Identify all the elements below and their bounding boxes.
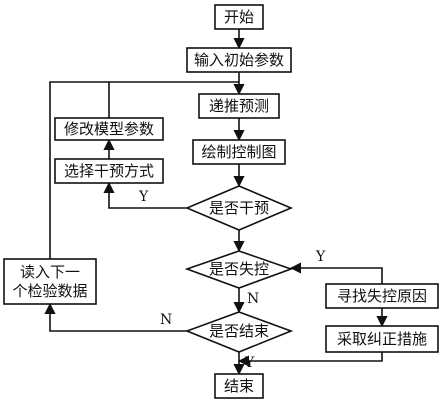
node-modify-model-params-text: 修改模型参数 — [64, 120, 154, 138]
node-find-cause-text: 寻找失控原因 — [337, 287, 427, 305]
edge-action-to-end — [237, 352, 383, 367]
node-input-params-text: 输入初始参数 — [194, 51, 284, 69]
node-input-params: 输入初始参数 — [186, 47, 292, 73]
decision-end: 是否结束 — [184, 311, 294, 353]
node-read-next-data-line1: 读入下一 — [20, 263, 80, 281]
edge-out-of-control-yes-to-find-cause — [289, 262, 383, 284]
node-start-text: 开始 — [224, 8, 254, 26]
decision-intervene: 是否干预 — [184, 185, 294, 231]
node-start: 开始 — [214, 4, 264, 30]
node-draw-control-chart: 绘制控制图 — [192, 139, 286, 165]
node-end: 结束 — [214, 373, 264, 399]
node-recursive-forecast-text: 递推预测 — [209, 97, 269, 115]
edge-label-end-no: N — [160, 312, 172, 328]
decision-end-text: 是否结束 — [209, 322, 269, 340]
decision-intervene-text: 是否干预 — [209, 199, 269, 217]
node-modify-model-params: 修改模型参数 — [54, 117, 164, 141]
edge-label-end-yes: Y — [244, 355, 255, 371]
edge-label-intervene-yes: Y — [138, 189, 149, 205]
node-recursive-forecast: 递推预测 — [198, 93, 280, 119]
node-select-intervention: 选择干预方式 — [54, 158, 164, 184]
decision-out-of-control-text: 是否失控 — [209, 260, 269, 278]
edge-read-next-to-forecast — [49, 81, 109, 259]
node-corrective-action-text: 采取纠正措施 — [337, 330, 427, 348]
node-corrective-action: 采取纠正措施 — [325, 325, 439, 353]
decision-out-of-control: 是否失控 — [184, 250, 294, 289]
node-end-text: 结束 — [224, 377, 254, 395]
edge-end-no-to-read-next — [44, 302, 187, 332]
node-select-intervention-text: 选择干预方式 — [64, 162, 154, 180]
node-read-next-data: 读入下一 个检验数据 — [3, 258, 97, 305]
node-find-cause: 寻找失控原因 — [325, 283, 439, 309]
edge-intervene-yes-to-select — [103, 181, 187, 209]
edge-label-out-of-control-yes: Y — [315, 249, 326, 265]
node-read-next-data-line2: 个检验数据 — [12, 282, 87, 300]
node-draw-control-chart-text: 绘制控制图 — [201, 143, 276, 161]
edge-label-out-of-control-no: N — [247, 291, 259, 307]
